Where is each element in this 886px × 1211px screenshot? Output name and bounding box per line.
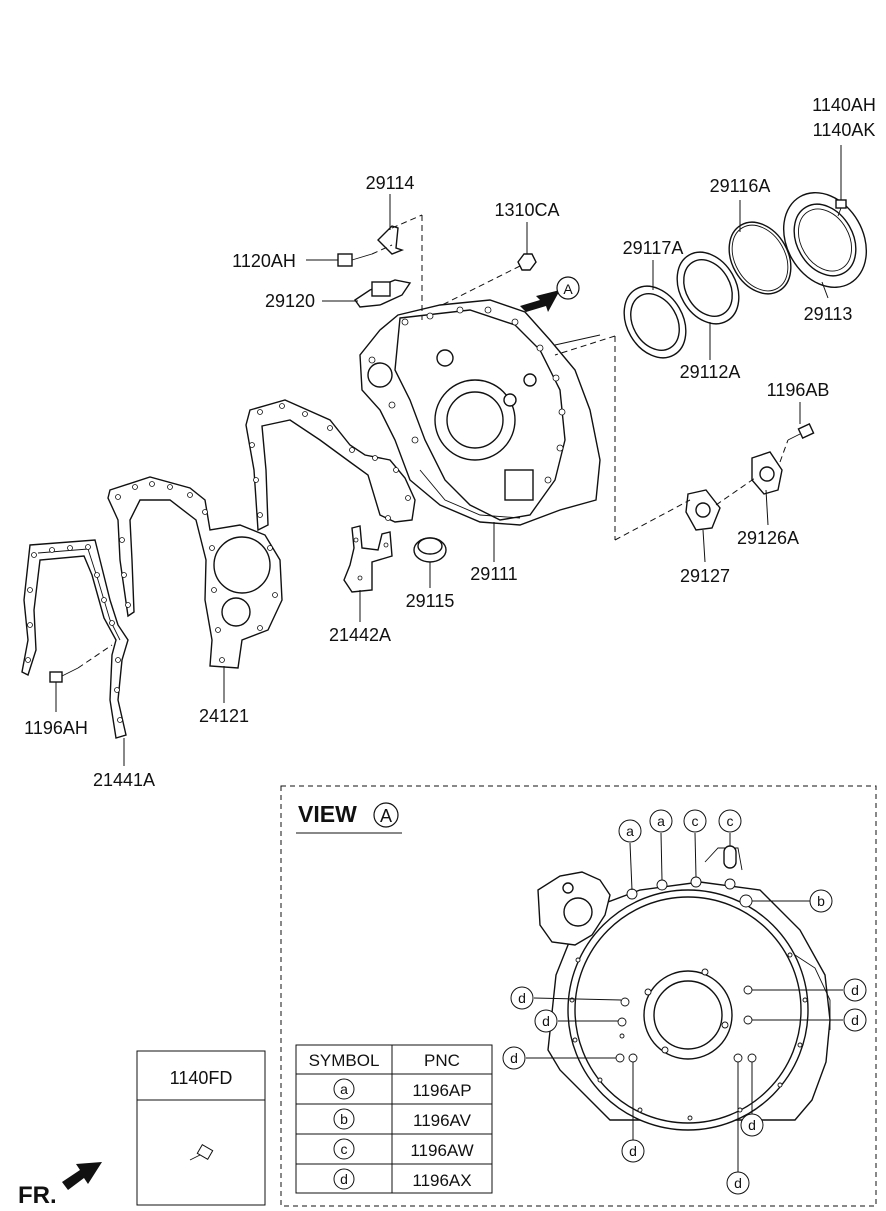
view-a-title: VIEW xyxy=(298,801,357,827)
label-29127: 29127 xyxy=(680,566,730,586)
view-a-arrow: A xyxy=(520,276,580,312)
plug-29115 xyxy=(413,537,447,563)
symbol-c-2: c xyxy=(727,813,734,829)
label-29116A: 29116A xyxy=(710,176,771,196)
front-label: FR. xyxy=(18,1182,57,1209)
table-row-symbol: b xyxy=(340,1111,348,1127)
view-a-panel: VIEW A xyxy=(280,785,877,1207)
label-29120: 29120 xyxy=(265,291,315,311)
table-header-symbol: SYMBOL xyxy=(309,1051,380,1070)
table-row-pnc: 1196AP xyxy=(412,1081,471,1100)
label-1196AB: 1196AB xyxy=(767,380,830,400)
symbol-pnc-table: SYMBOL PNC a 1196AP b 1196AV c 1196AW d … xyxy=(295,1044,493,1194)
view-a-callout-circle xyxy=(373,802,399,828)
guide-lines-upper xyxy=(77,214,789,669)
label-1120AH: 1120AH xyxy=(232,251,296,271)
table-row-pnc: 1196AW xyxy=(410,1141,473,1160)
gasket-middle xyxy=(245,399,416,532)
bracket-21442A xyxy=(343,525,393,593)
front-direction-marker: FR. xyxy=(18,1162,102,1209)
symbol-c-1: c xyxy=(692,813,699,829)
label-29111: 29111 xyxy=(470,564,517,584)
label-29113: 29113 xyxy=(804,304,853,324)
label-1310CA: 1310CA xyxy=(494,200,559,220)
bolt-1140FD-icon xyxy=(189,1143,214,1161)
symbol-a-1: a xyxy=(626,823,634,839)
symbol-d-8: d xyxy=(734,1175,742,1191)
plate-29126A xyxy=(751,451,783,495)
seal-29112A xyxy=(676,251,740,325)
gasket-21441A xyxy=(21,539,129,739)
callout-a-letter: A xyxy=(563,281,573,297)
symbol-d-7: d xyxy=(748,1117,756,1133)
bolt-1120AH xyxy=(337,253,373,267)
leader-lines-upper xyxy=(55,145,842,766)
symbol-leaders xyxy=(526,832,843,1172)
nut-1310CA xyxy=(517,253,537,271)
flywheel-housing-29111 xyxy=(359,299,601,526)
label-21442A: 21442A xyxy=(329,625,391,645)
bolt-1196AB xyxy=(787,423,815,441)
bolt-1196AH xyxy=(49,667,79,683)
symbol-d-1: d xyxy=(518,990,526,1006)
table-row-symbol: d xyxy=(340,1171,348,1187)
gasket-24121 xyxy=(107,476,283,669)
label-1140AK: 1140AK xyxy=(813,120,876,140)
label-24121: 24121 xyxy=(199,706,249,726)
symbol-d-6: d xyxy=(629,1143,637,1159)
seal-29117A xyxy=(623,285,687,359)
table-header-pnc: PNC xyxy=(424,1051,460,1070)
symbol-d-5: d xyxy=(851,1012,859,1028)
table-row-pnc: 1196AX xyxy=(412,1171,471,1190)
label-1140AH: 1140AH xyxy=(812,95,876,115)
symbol-d-3: d xyxy=(510,1050,518,1066)
plate-29127 xyxy=(685,489,721,531)
label-1140FD: 1140FD xyxy=(170,1068,233,1088)
label-1196AH: 1196AH xyxy=(24,718,88,738)
view-a-symbols: a a c c b d d d d d d d d xyxy=(502,809,867,1195)
label-29117A: 29117A xyxy=(623,238,684,258)
part-box-1140FD: 1140FD xyxy=(136,1050,266,1206)
label-29114: 29114 xyxy=(366,173,415,193)
cover-29120 xyxy=(354,279,412,308)
table-row-symbol: c xyxy=(341,1141,348,1157)
table-row-symbol: a xyxy=(340,1081,348,1097)
retainer-29113 xyxy=(782,192,868,288)
label-21441A: 21441A xyxy=(93,770,155,790)
part-labels-upper: 1140AH 1140AK 29114 1310CA 29116A 29117A… xyxy=(24,95,876,790)
label-29126A: 29126A xyxy=(737,528,799,548)
symbol-b: b xyxy=(817,893,825,909)
symbol-a-2: a xyxy=(657,813,665,829)
housing-rear-view xyxy=(537,845,831,1131)
table-row-pnc: 1196AV xyxy=(413,1111,472,1130)
view-a-callout-letter: A xyxy=(380,806,392,826)
bracket-29114 xyxy=(377,225,405,255)
symbol-d-2: d xyxy=(542,1013,550,1029)
front-arrow-icon xyxy=(62,1162,102,1190)
symbol-d-4: d xyxy=(851,982,859,998)
label-29112A: 29112A xyxy=(680,362,741,382)
ring-29116A xyxy=(728,221,792,295)
label-29115: 29115 xyxy=(406,591,455,611)
